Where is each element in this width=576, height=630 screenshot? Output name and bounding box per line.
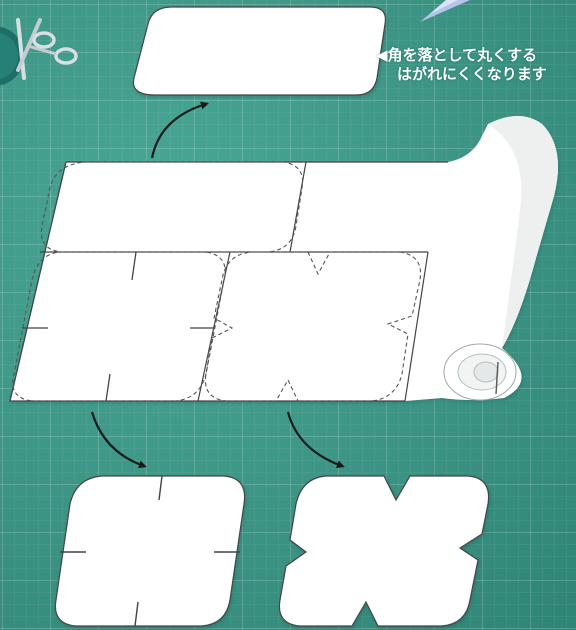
notched-sticker — [278, 475, 490, 627]
arrow-to-bottom-left — [90, 411, 147, 469]
paper-sheet — [9, 116, 558, 402]
scissors-icon — [0, 18, 78, 86]
rounded-sticker-top — [132, 6, 387, 96]
arrow-to-bottom-right — [286, 411, 345, 469]
pen-tip-icon — [420, 0, 470, 22]
arrow-to-top — [150, 101, 209, 159]
slit-sticker — [54, 475, 246, 627]
rounded-corner-note: ◀角を落として丸くする はがれにくくなります — [376, 46, 576, 84]
note-line-1: ◀角を落として丸くする — [376, 46, 538, 64]
note-line-2: はがれにくくなります — [397, 65, 547, 83]
